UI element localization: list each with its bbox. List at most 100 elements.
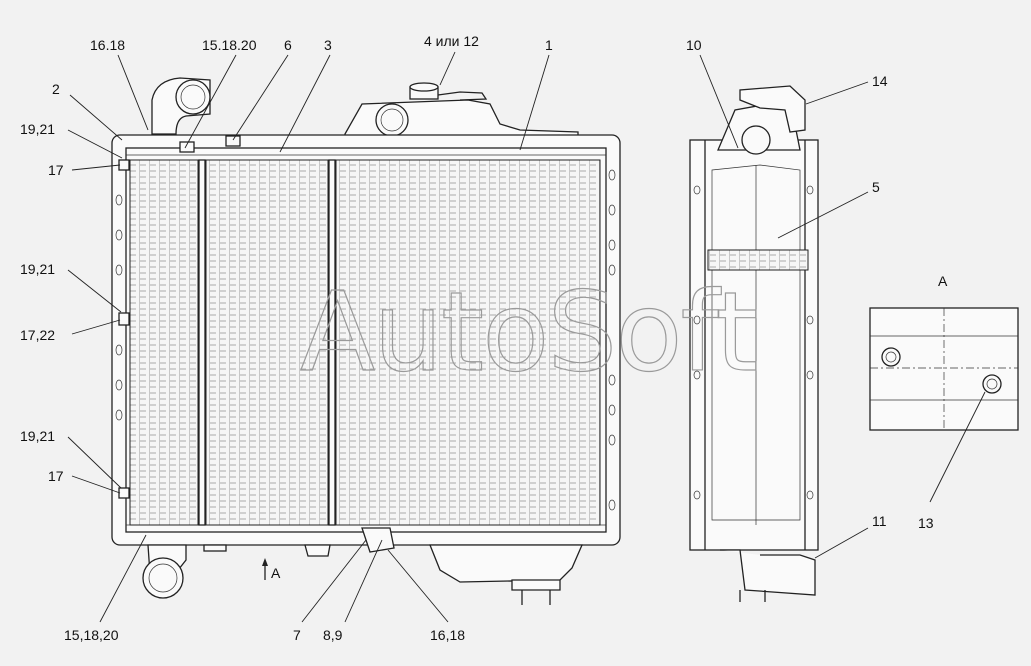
leader-5 xyxy=(777,191,869,239)
bolt-hole xyxy=(693,315,701,325)
leader-19-21-mid xyxy=(67,269,122,313)
bolt-hole xyxy=(115,344,123,356)
filler-cap-top xyxy=(409,82,439,92)
bolt-hole xyxy=(115,229,123,241)
callout-14: 14 xyxy=(872,73,888,89)
side-top-port xyxy=(741,125,771,155)
bolt-hole xyxy=(608,169,616,181)
bolt-hole xyxy=(608,434,616,446)
bolt-hole xyxy=(806,185,814,195)
bolt-hole xyxy=(693,490,701,500)
front-view: A xyxy=(111,77,621,605)
callout-2: 2 xyxy=(52,81,60,97)
nut-17-top xyxy=(118,159,130,171)
bolt-hole xyxy=(608,264,616,276)
callout-19-21-mid: 19,21 xyxy=(20,261,55,277)
bolt-hole xyxy=(608,239,616,251)
callout-10: 10 xyxy=(686,37,702,53)
side-outlet-pipe-11 xyxy=(720,549,816,596)
bolt-hole xyxy=(806,315,814,325)
bolt-hole xyxy=(806,490,814,500)
nut-17-22 xyxy=(118,312,130,326)
callout-15-18-20-bottom: 15,18,20 xyxy=(64,627,119,643)
bolt-hole xyxy=(115,379,123,391)
side-inlet-pipe-14 xyxy=(739,85,806,133)
bolt-hole xyxy=(608,499,616,511)
upper-bracket-6 xyxy=(225,135,241,147)
side-bolt-holes xyxy=(693,185,814,500)
callout-17-top: 17 xyxy=(48,162,64,178)
core-right xyxy=(335,159,601,526)
view-a-nut-inner xyxy=(885,351,897,363)
callout-1: 1 xyxy=(545,37,553,53)
core-divider-2 xyxy=(328,159,336,526)
leader-lines xyxy=(67,51,986,623)
side-view xyxy=(689,85,819,602)
upper-clamp xyxy=(179,141,195,153)
callout-4-or-12: 4 или 12 xyxy=(424,33,479,49)
core-left xyxy=(129,159,199,526)
leader-10 xyxy=(699,54,739,149)
mount-bracket xyxy=(511,579,561,591)
callout-3: 3 xyxy=(324,37,332,53)
callout-labels: 16.18 15.18.20 6 3 4 или 12 1 10 14 2 19… xyxy=(20,33,934,643)
lower-tab xyxy=(203,544,227,552)
callout-16-18-bottom: 16,18 xyxy=(430,627,465,643)
callout-17-22: 17,22 xyxy=(20,327,55,343)
nut-17-bottom xyxy=(118,487,130,499)
leader-14 xyxy=(805,81,869,105)
side-core-outline xyxy=(711,164,801,521)
bolt-hole xyxy=(806,370,814,380)
bolt-hole xyxy=(115,194,123,206)
leader-2 xyxy=(69,94,123,141)
leader-3 xyxy=(279,54,331,153)
bolt-hole xyxy=(693,370,701,380)
detail-view-a: A xyxy=(869,273,1019,431)
callout-19-21-top: 19,21 xyxy=(20,121,55,137)
top-tank-port-inner xyxy=(380,108,404,132)
leader-13 xyxy=(929,391,986,503)
view-a-plug-13 xyxy=(982,374,1002,394)
leader-6 xyxy=(232,54,289,141)
view-a-arrow-label: A xyxy=(271,565,281,581)
leader-1 xyxy=(519,54,550,151)
callout-13: 13 xyxy=(918,515,934,531)
callout-17-bottom: 17 xyxy=(48,468,64,484)
side-bolt-holes xyxy=(115,169,616,511)
drain-valve xyxy=(361,527,395,553)
upper-inlet-opening-inner xyxy=(180,84,206,110)
leader-8-9 xyxy=(344,539,383,623)
leader-19-21-bottom xyxy=(67,436,122,489)
callout-11: 11 xyxy=(872,513,887,529)
leader-17-bottom xyxy=(71,475,121,494)
lower-outlet-pipe-inner xyxy=(148,563,178,593)
side-core-section-5 xyxy=(707,249,809,271)
bolt-hole xyxy=(608,204,616,216)
leader-15-18-20-bottom xyxy=(99,534,147,623)
bolt-hole xyxy=(608,374,616,386)
view-a-arrowhead xyxy=(262,558,268,566)
leader-4-12 xyxy=(439,51,456,86)
leader-17-22 xyxy=(71,319,121,335)
bolt-hole xyxy=(115,264,123,276)
leader-16-18 xyxy=(117,54,149,131)
callout-7: 7 xyxy=(293,627,301,643)
view-a-plug-inner xyxy=(986,378,998,390)
callout-15-18-20: 15.18.20 xyxy=(202,37,257,53)
bolt-hole xyxy=(608,404,616,416)
leader-7 xyxy=(301,539,367,623)
leader-19-21-top xyxy=(67,129,123,159)
leader-17-top xyxy=(71,164,121,171)
side-frame xyxy=(689,139,819,551)
watermark-logo: AutoSoft xyxy=(300,268,756,396)
core-middle xyxy=(205,159,329,526)
leader-15-18-20 xyxy=(184,54,237,149)
callout-8-9: 8,9 xyxy=(323,627,343,643)
leader-11 xyxy=(814,527,869,559)
leader-16-18-bottom xyxy=(387,549,449,623)
core-divider-1 xyxy=(198,159,206,526)
drain-clip xyxy=(304,544,331,557)
bottom-tank xyxy=(429,544,583,583)
